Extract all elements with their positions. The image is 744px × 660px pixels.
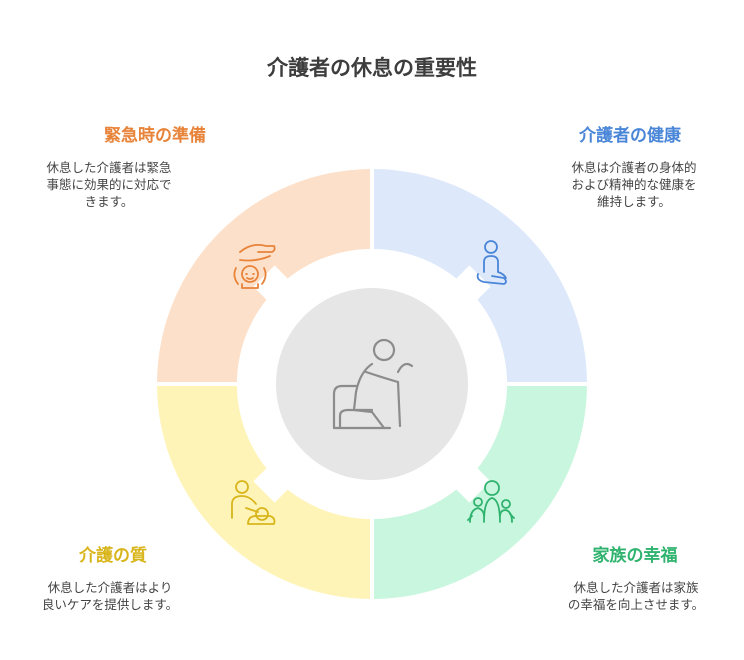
desc-quality: 休息した介護者はより 良いケアを提供します。: [20, 579, 200, 613]
desc-quality-line: 良いケアを提供します。: [41, 597, 179, 612]
heading-family: 家族の幸福: [592, 546, 678, 566]
caregiver-hand-child-icon: [233, 243, 276, 289]
desc-emergency-line: きます。: [84, 194, 134, 209]
desc-family-line: 休息した介護者は家族: [573, 580, 699, 595]
quadrant-emergency: [157, 169, 370, 382]
desc-emergency: 休息した介護者は緊急 事態に効果的に対応で きます。: [24, 159, 194, 210]
page-title: 介護者の休息の重要性: [267, 56, 477, 80]
desc-health-line: 休息は介護者の身体的: [571, 160, 697, 175]
heading-health: 介護者の健康: [579, 126, 681, 146]
quadrant-family: [374, 386, 587, 599]
heading-quality: 介護の質: [79, 546, 147, 566]
desc-quality-line: 休息した介護者はより: [47, 580, 173, 595]
desc-health: 休息は介護者の身体的 および精神的な健康を 維持します。: [554, 159, 714, 210]
desc-health-line: および精神的な健康を: [571, 177, 697, 192]
quadrant-quality: [157, 386, 370, 599]
center-circle: [276, 288, 468, 480]
caring-for-patient-icon: [231, 480, 276, 525]
desc-emergency-line: 休息した介護者は緊急: [46, 160, 172, 175]
meditating-person-icon: [476, 240, 507, 285]
desc-family: 休息した介護者は家族 の幸福を向上させます。: [546, 579, 726, 613]
desc-health-line: 維持します。: [597, 194, 671, 209]
desc-family-line: の幸福を向上させます。: [567, 597, 705, 612]
quadrant-health: [374, 169, 587, 382]
heading-emergency: 緊急時の準備: [104, 126, 206, 146]
family-icon: [467, 480, 515, 523]
elderly-person-with-cane-icon: [332, 338, 414, 430]
desc-emergency-line: 事態に効果的に対応で: [46, 177, 172, 192]
